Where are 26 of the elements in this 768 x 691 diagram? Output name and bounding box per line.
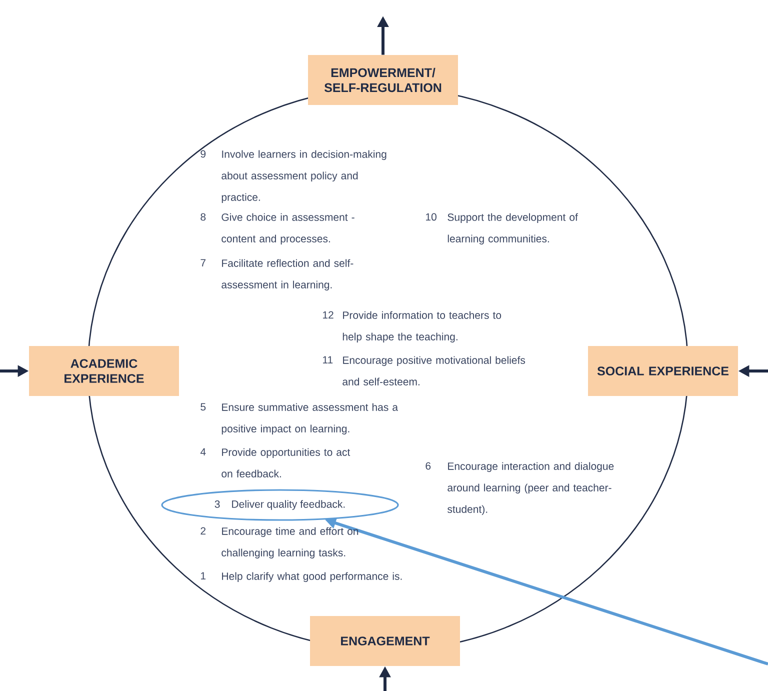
- category-box: ENGAGEMENT: [310, 616, 460, 666]
- item-text: Encourage time and effort on challenging learning tasks.: [222, 527, 358, 558]
- item-text: Give choice in assessment - content and processes.: [222, 213, 354, 244]
- item-number: 12: [323, 311, 334, 319]
- category-box: ACADEMIC EXPERIENCE: [29, 346, 179, 396]
- item-text: Provide information to teachers to help shape the teaching.: [342, 311, 502, 342]
- item-text: Encourage interaction and dialogue around learning (peer and teacher-student).: [448, 462, 614, 515]
- item-text: Involve learners in decision-making about assessment policy and practice.: [222, 150, 386, 203]
- item-number: 1: [201, 572, 206, 580]
- item-text: Support the development of learning communities.: [448, 213, 578, 244]
- item-text: Facilitate reflection and self-assessment in learning.: [222, 259, 354, 290]
- item-number: 6: [426, 462, 431, 470]
- item-number: 9: [200, 150, 206, 158]
- category-box: EMPOWERMENT/ SELF-REGULATION: [308, 55, 458, 105]
- item-number: 8: [200, 213, 206, 221]
- item-text: Provide opportunities to act on feedback.: [222, 448, 350, 478]
- category-box: SOCIAL EXPERIENCE: [588, 346, 738, 396]
- item-number: 4: [200, 448, 206, 456]
- highlight-oval: 3 Deliver quality feedback.: [161, 489, 399, 521]
- item-text: Encourage positive motivational beliefs and self-esteem.: [342, 356, 526, 386]
- item-number: 11: [323, 356, 333, 364]
- item-text: Ensure summative assessment has a positive impact on learning.: [222, 403, 398, 434]
- item-number: 10: [426, 213, 436, 221]
- item-number: 7: [200, 259, 206, 266]
- item-number: 5: [200, 403, 206, 411]
- item-text: Help clarify what good performance is.: [222, 572, 402, 582]
